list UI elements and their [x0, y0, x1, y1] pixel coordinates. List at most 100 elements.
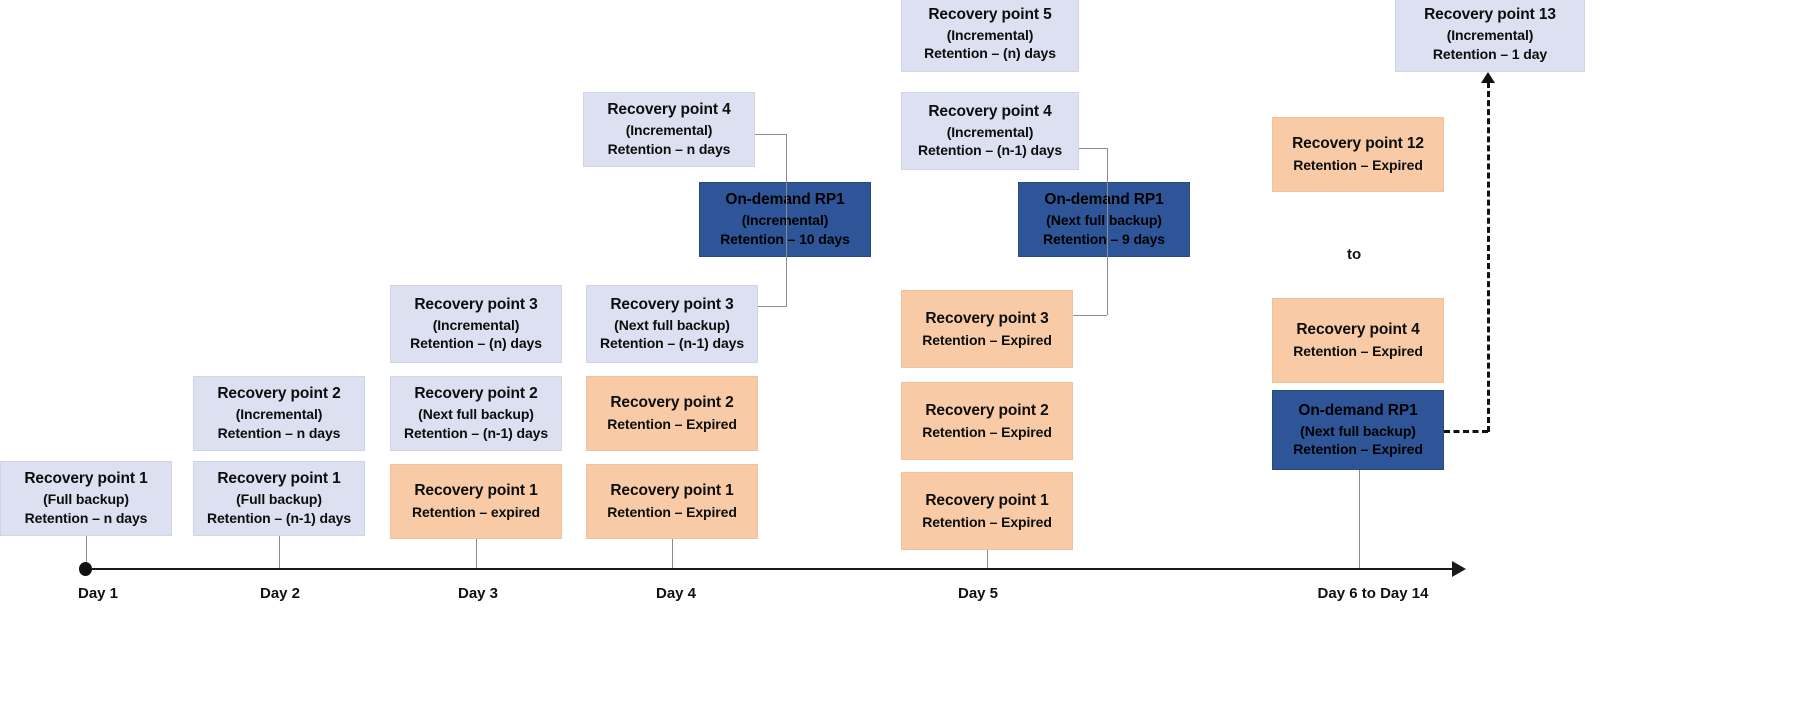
card-retention: Retention – 9 days	[1043, 230, 1165, 247]
card-type: (Next full backup)	[1300, 422, 1416, 439]
card-retention: Retention – 10 days	[720, 230, 850, 247]
card-retention: Retention – Expired	[1293, 441, 1423, 458]
card-day2-recovery-point-2[interactable]: Recovery point 2 (Incremental) Retention…	[193, 376, 365, 451]
connector-day5-vertical	[1107, 148, 1108, 315]
card-day1-recovery-point-1[interactable]: Recovery point 1 (Full backup) Retention…	[0, 461, 172, 536]
card-title: Recovery point 1	[925, 491, 1049, 509]
card-retention: Retention – (n-1) days	[403, 424, 549, 441]
card-retention: Retention – expired	[411, 504, 541, 520]
card-type: (Incremental)	[1446, 27, 1534, 44]
card-title: Recovery point 3	[414, 295, 538, 313]
card-day5-recovery-point-1[interactable]: Recovery point 1 Retention – Expired	[901, 472, 1073, 550]
card-title: Recovery point 12	[1292, 135, 1424, 153]
card-type: (Incremental)	[625, 122, 713, 139]
card-retention: Retention – n days	[24, 509, 148, 526]
card-title: Recovery point 4	[928, 102, 1052, 120]
card-title: Recovery point 3	[925, 309, 1049, 327]
card-title: Recovery point 1	[414, 482, 538, 500]
card-type: (Next full backup)	[614, 316, 730, 333]
connector-day4-ondemand-to-rp3	[758, 306, 787, 307]
timeline-arrowhead	[1452, 561, 1466, 577]
tick-label-day5: Day 5	[957, 585, 999, 602]
card-day5-on-demand-rp1[interactable]: On-demand RP1 (Next full backup) Retenti…	[1018, 182, 1190, 257]
card-day6-on-demand-rp1[interactable]: On-demand RP1 (Next full backup) Retenti…	[1272, 390, 1444, 470]
card-day4-recovery-point-3[interactable]: Recovery point 3 (Next full backup) Rete…	[586, 285, 758, 363]
card-day5-recovery-point-2[interactable]: Recovery point 2 Retention – Expired	[901, 382, 1073, 460]
card-title: Recovery point 3	[610, 295, 734, 313]
to-label: to	[1347, 246, 1362, 263]
card-title: Recovery point 13	[1424, 6, 1556, 24]
card-day6-recovery-point-4[interactable]: Recovery point 4 Retention – Expired	[1272, 298, 1444, 383]
connector-day4-vertical	[786, 134, 787, 306]
card-title: Recovery point 1	[610, 482, 734, 500]
card-retention: Retention – Expired	[607, 504, 737, 520]
card-retention: Retention – Expired	[922, 513, 1052, 530]
card-title: Recovery point 2	[925, 401, 1049, 419]
card-retention: Retention – (n) days	[410, 335, 542, 352]
tick-line-day6	[1359, 470, 1360, 570]
card-title: Recovery point 2	[414, 385, 538, 403]
card-type: (Next full backup)	[1046, 212, 1162, 229]
card-type: (Full backup)	[43, 491, 129, 508]
card-retention: Retention – Expired	[922, 423, 1052, 440]
card-day5-recovery-point-4[interactable]: Recovery point 4 (Incremental) Retention…	[901, 92, 1079, 170]
card-day3-recovery-point-2[interactable]: Recovery point 2 (Next full backup) Rete…	[390, 376, 562, 451]
connector-day4-rp4-to-ondemand	[755, 134, 786, 135]
card-day4-recovery-point-4[interactable]: Recovery point 4 (Incremental) Retention…	[583, 92, 755, 167]
tick-label-day2: Day 2	[259, 585, 301, 602]
card-type: (Incremental)	[946, 123, 1034, 140]
connector-day5-rp4-to-ondemand	[1079, 148, 1107, 149]
card-day6-recovery-point-13[interactable]: Recovery point 13 (Incremental) Retentio…	[1395, 0, 1585, 72]
card-title: Recovery point 1	[217, 470, 341, 488]
tick-line-day4	[672, 539, 673, 570]
card-title: On-demand RP1	[1044, 191, 1164, 209]
card-retention: Retention – Expired	[1293, 343, 1423, 359]
tick-line-day1	[86, 536, 87, 570]
card-title: On-demand RP1	[1298, 401, 1418, 419]
tick-line-day3	[476, 539, 477, 570]
card-day4-recovery-point-2[interactable]: Recovery point 2 Retention – Expired	[586, 376, 758, 451]
card-type: (Full backup)	[236, 491, 322, 508]
card-retention: Retention – (n-1) days	[599, 335, 745, 352]
card-type: (Incremental)	[946, 26, 1034, 43]
card-retention: Retention – (n) days	[924, 45, 1056, 62]
dashed-connector-horizontal	[1444, 430, 1488, 433]
timeline-origin-dot	[79, 562, 92, 576]
card-title: Recovery point 5	[928, 5, 1052, 23]
card-title: Recovery point 2	[610, 394, 734, 412]
tick-label-day4: Day 4	[655, 585, 697, 602]
card-title: Recovery point 4	[1296, 321, 1420, 339]
card-retention: Retention – 1 day	[1432, 45, 1548, 62]
connector-day5-ondemand-to-rp3	[1073, 315, 1107, 316]
dashed-connector-arrowhead	[1481, 72, 1495, 83]
tick-label-day3: Day 3	[457, 585, 499, 602]
tick-label-day6: Day 6 to Day 14	[1317, 585, 1429, 602]
card-retention: Retention – Expired	[607, 416, 737, 432]
card-day6-recovery-point-12[interactable]: Recovery point 12 Retention – Expired	[1272, 117, 1444, 192]
card-title: Recovery point 4	[607, 101, 731, 119]
card-title: Recovery point 1	[24, 470, 148, 488]
card-retention: Retention – n days	[217, 424, 341, 441]
card-type: (Next full backup)	[418, 406, 534, 423]
card-day4-recovery-point-1[interactable]: Recovery point 1 Retention – Expired	[586, 464, 758, 539]
card-day5-recovery-point-3[interactable]: Recovery point 3 Retention – Expired	[901, 290, 1073, 368]
card-title: On-demand RP1	[725, 191, 845, 209]
card-retention: Retention – (n-1) days	[206, 509, 352, 526]
card-day5-recovery-point-5[interactable]: Recovery point 5 (Incremental) Retention…	[901, 0, 1079, 72]
tick-line-day2	[279, 536, 280, 570]
card-title: Recovery point 2	[217, 385, 341, 403]
timeline-axis	[86, 568, 1456, 570]
card-day3-recovery-point-1[interactable]: Recovery point 1 Retention – expired	[390, 464, 562, 539]
dashed-connector-vertical	[1487, 82, 1490, 432]
card-retention: Retention – Expired	[1293, 157, 1423, 173]
card-day3-recovery-point-3[interactable]: Recovery point 3 (Incremental) Retention…	[390, 285, 562, 363]
card-type: (Incremental)	[432, 316, 520, 333]
card-type: (Incremental)	[741, 212, 829, 229]
card-retention: Retention – (n-1) days	[917, 142, 1063, 159]
card-day4-on-demand-rp1[interactable]: On-demand RP1 (Incremental) Retention – …	[699, 182, 871, 257]
card-retention: Retention – n days	[607, 140, 731, 157]
card-type: (Incremental)	[235, 406, 323, 423]
tick-label-day1: Day 1	[77, 585, 119, 602]
card-day2-recovery-point-1[interactable]: Recovery point 1 (Full backup) Retention…	[193, 461, 365, 536]
